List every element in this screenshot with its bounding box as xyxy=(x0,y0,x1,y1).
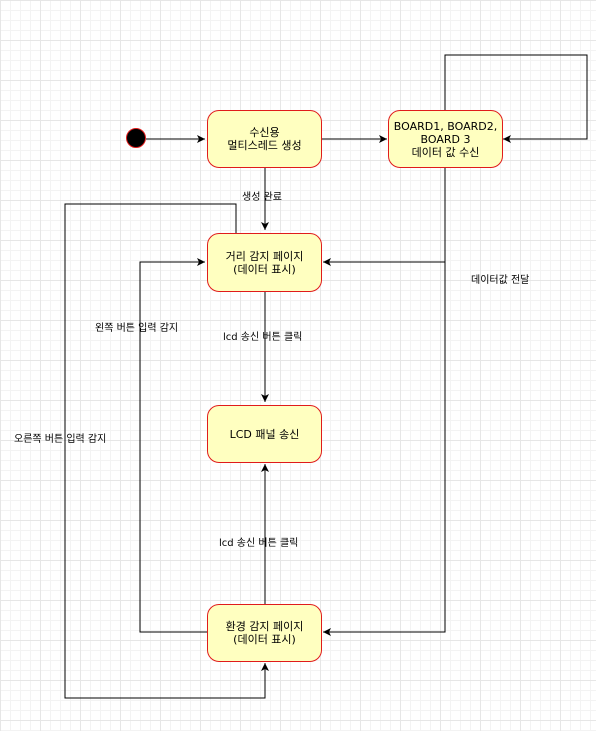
state-boards-receive-line3: 데이터 값 수신 xyxy=(411,145,480,159)
edge-boards-to-distance xyxy=(323,168,446,266)
state-boards-receive[interactable]: BOARD1, BOARD2, BOARD 3 데이터 값 수신 xyxy=(388,110,503,168)
label-right-button: 오른쪽 버튼 입력 감지 xyxy=(14,434,107,445)
state-receiver-thread-line2: 멀티스레드 생성 xyxy=(227,139,302,152)
state-env-page-line2: (데이터 표시) xyxy=(233,633,296,646)
label-lcd-click-bottom: lcd 송신 버튼 클릭 xyxy=(219,538,299,549)
state-boards-receive-line2: BOARD 3 xyxy=(420,132,471,146)
edge-right-button xyxy=(64,203,269,699)
state-distance-page-line1: 거리 감지 페이지 xyxy=(225,249,304,263)
state-boards-receive-line1: BOARD1, BOARD2, xyxy=(393,119,498,133)
state-lcd-send-line1: LCD 패널 송신 xyxy=(229,427,300,441)
state-receiver-thread[interactable]: 수신용 멀티스레드 생성 xyxy=(207,110,322,168)
state-env-page[interactable]: 환경 감지 페이지 (데이터 표시) xyxy=(207,604,322,662)
state-distance-page-line2: (데이터 표시) xyxy=(233,262,296,276)
label-left-button: 왼쪽 버튼 입력 감지 xyxy=(95,323,179,334)
label-lcd-click-top: lcd 송신 버튼 클릭 xyxy=(223,332,303,343)
initial-state xyxy=(126,128,146,148)
state-env-page-line1: 환경 감지 페이지 xyxy=(225,620,304,633)
state-receiver-thread-line1: 수신용 xyxy=(249,126,280,139)
label-data-forward: 데이터값 전달 xyxy=(471,275,530,286)
state-distance-page[interactable]: 거리 감지 페이지 (데이터 표시) xyxy=(207,233,322,292)
state-lcd-send[interactable]: LCD 패널 송신 xyxy=(207,405,322,463)
edge-data-forward xyxy=(323,262,446,636)
edge-boards-self-loop xyxy=(444,54,588,143)
label-created: 생성 완료 xyxy=(242,192,282,203)
edge-left-button xyxy=(139,258,208,633)
